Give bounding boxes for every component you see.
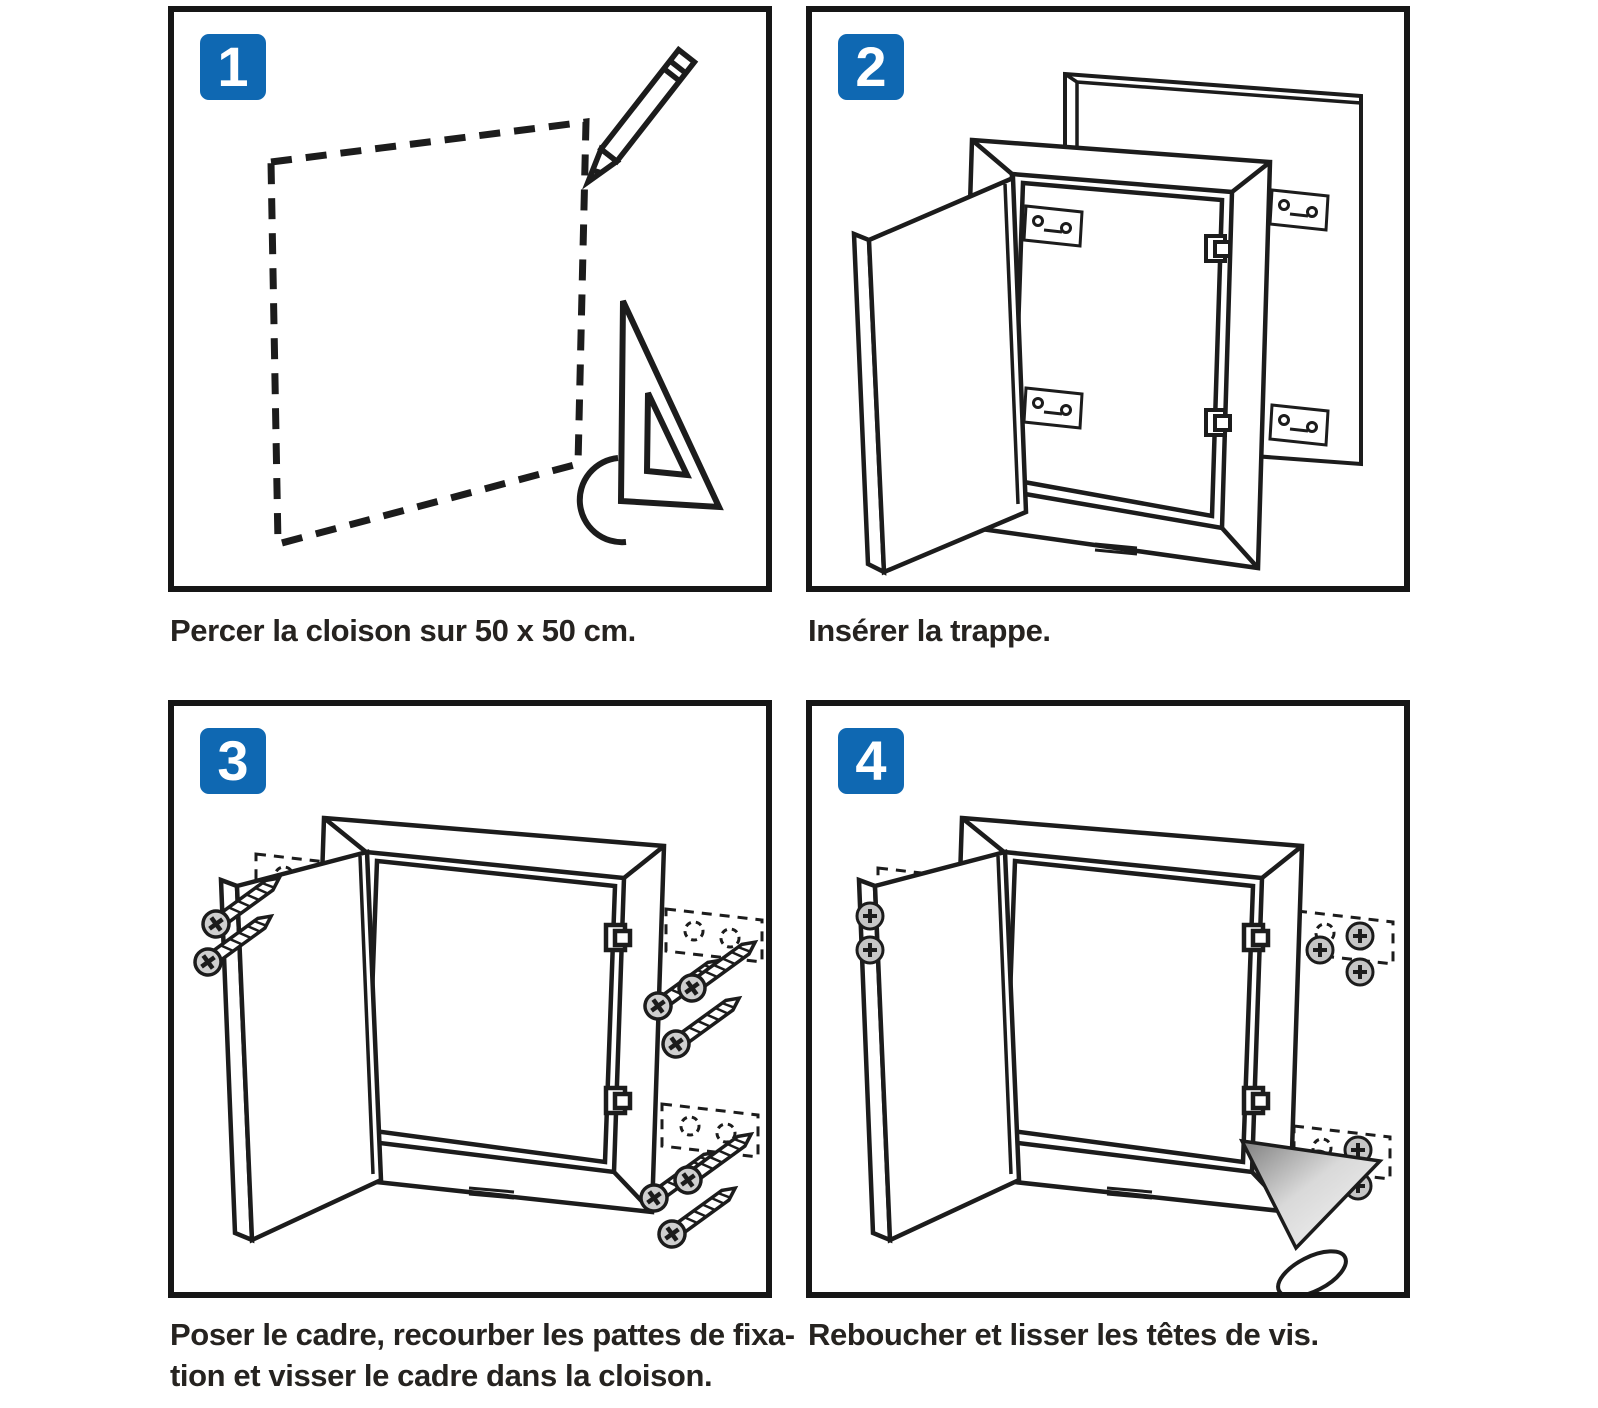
step-3-number: 3 bbox=[217, 729, 249, 792]
step-1-illustration bbox=[267, 45, 724, 549]
step-1-caption: Percer la cloison sur 50 x 50 cm. bbox=[170, 613, 636, 648]
pencil-icon bbox=[581, 45, 699, 190]
screw-heads-right bbox=[1305, 921, 1375, 987]
fixing-strap bbox=[1268, 188, 1330, 232]
step-4-number-badge: 4 bbox=[838, 728, 904, 794]
step-4-caption: Reboucher et lisser les têtes de vis. bbox=[808, 1317, 1319, 1352]
trapdoor-frame-with-door bbox=[221, 818, 664, 1240]
step-3-caption: Poser le cadre, recourber les pattes de … bbox=[170, 1317, 795, 1393]
step-1-number-badge: 1 bbox=[200, 34, 266, 100]
dashed-square-outline bbox=[267, 118, 590, 549]
fixing-strap bbox=[1022, 204, 1084, 248]
protractor-arc bbox=[576, 455, 627, 546]
step-3-illustration bbox=[174, 706, 766, 1292]
step-4-illustration bbox=[855, 706, 1395, 1292]
fixing-strap bbox=[1268, 403, 1330, 447]
set-square-icon bbox=[576, 299, 724, 546]
putty-knife-icon bbox=[1238, 1138, 1384, 1292]
step-1-number: 1 bbox=[217, 35, 249, 98]
step-4-number: 4 bbox=[855, 729, 887, 792]
trapdoor-frame-with-door bbox=[859, 818, 1302, 1240]
fixing-strap bbox=[1022, 386, 1084, 430]
step-2-illustration bbox=[851, 71, 1363, 576]
step-3-panel: 3 bbox=[168, 700, 772, 1298]
step-4-panel: 4 bbox=[806, 700, 1410, 1298]
step-1-panel: 1 bbox=[168, 6, 772, 592]
open-door bbox=[851, 174, 1029, 576]
step-2-number: 2 bbox=[855, 35, 887, 98]
latch bbox=[1204, 234, 1232, 437]
step-2-caption: Insérer la trappe. bbox=[808, 613, 1051, 648]
step-3-number-badge: 3 bbox=[200, 728, 266, 794]
step-2-number-badge: 2 bbox=[838, 34, 904, 100]
step-2-panel: 2 bbox=[806, 6, 1410, 592]
